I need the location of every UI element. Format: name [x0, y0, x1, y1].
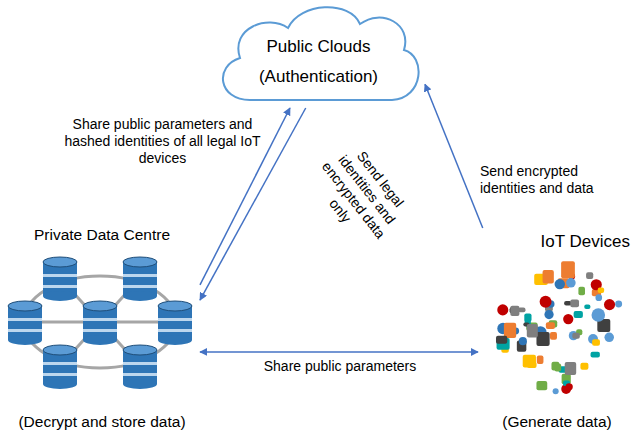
device-icon	[565, 383, 572, 390]
device-icon	[565, 362, 576, 375]
iot-device-icons	[496, 261, 622, 394]
device-icon	[523, 355, 536, 368]
device-icon	[561, 261, 575, 278]
node-title: IoT Devices	[478, 232, 630, 252]
device-icon	[537, 356, 544, 364]
device-icon	[543, 270, 554, 284]
device-icon	[510, 306, 519, 316]
device-icon	[519, 337, 527, 345]
edge-label: Share public parameters	[240, 358, 440, 375]
device-icon	[570, 300, 579, 308]
device-icon	[550, 332, 557, 340]
device-icon	[536, 381, 547, 390]
device-icon	[574, 311, 583, 318]
node-title: Public Clouds	[267, 37, 371, 57]
iot-node: IoT Devices (Generate data)	[478, 228, 636, 434]
device-icon	[555, 279, 565, 289]
device-icon	[504, 323, 516, 338]
device-icon	[592, 308, 606, 322]
device-icon	[527, 324, 538, 337]
device-icon	[591, 352, 600, 358]
node-caption: (Generate data)	[478, 413, 636, 432]
flow-arrow	[200, 351, 478, 353]
device-icon	[566, 278, 576, 288]
device-icon	[604, 299, 615, 310]
device-icon	[496, 336, 507, 344]
node-caption: (Decrypt and store data)	[4, 413, 200, 432]
device-icon	[615, 301, 622, 308]
device-icon	[553, 388, 559, 394]
flow-arrow	[425, 84, 483, 228]
cloud-node: Public Clouds (Authentication)	[212, 0, 425, 108]
device-icon	[595, 294, 602, 301]
edge-label: Send legal identities and encrypted data…	[299, 130, 422, 260]
device-icon	[544, 310, 553, 319]
device-icon	[551, 362, 559, 371]
device-icon	[563, 314, 573, 324]
node-caption: (Authentication)	[259, 67, 378, 87]
device-icon	[578, 287, 585, 295]
device-icon	[540, 296, 552, 308]
device-icon	[546, 322, 555, 329]
device-icon	[592, 339, 600, 345]
node-title: Private Data Centre	[4, 226, 200, 245]
device-icon	[497, 304, 508, 315]
device-icon	[598, 288, 604, 294]
edge-label: Send encrypted identities and data	[480, 163, 630, 197]
device-icon	[604, 333, 614, 343]
device-icon	[572, 333, 579, 339]
device-icon	[536, 332, 549, 346]
device-icon	[580, 363, 588, 370]
data-centre-node: Private Data Centre (Decrypt and store da…	[4, 222, 200, 434]
device-icon	[584, 305, 590, 309]
database-cylinders	[8, 257, 192, 389]
edge-label: Share public parameters and hashed ident…	[55, 116, 270, 167]
device-icon	[586, 272, 593, 279]
